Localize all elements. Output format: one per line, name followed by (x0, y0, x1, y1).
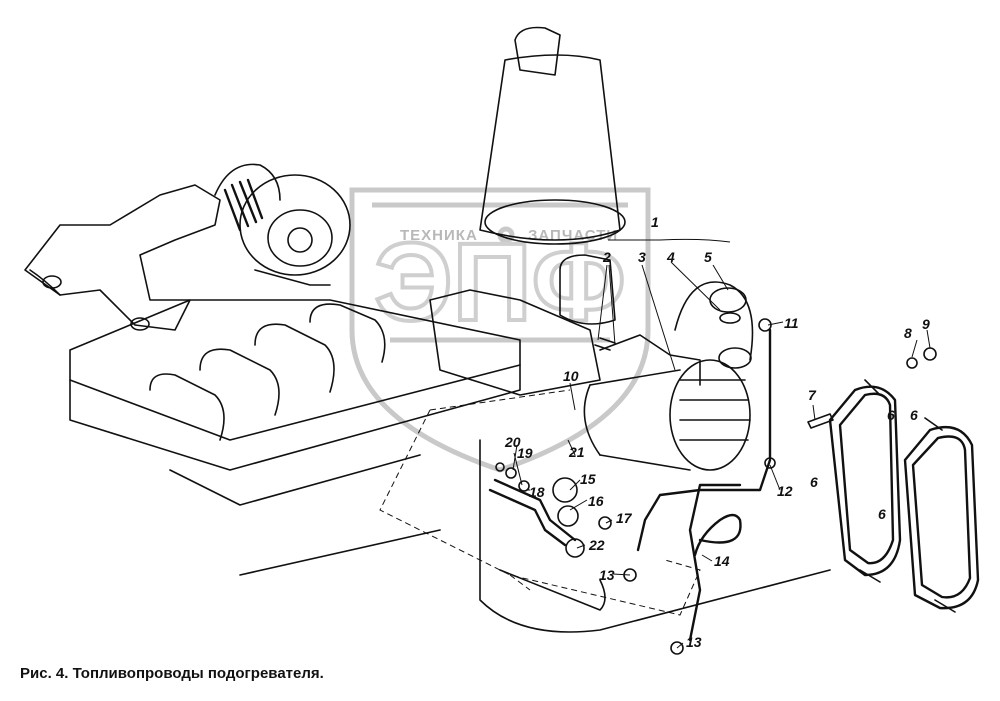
callout-18: 18 (529, 484, 545, 500)
callout-6d: 6 (878, 506, 886, 522)
callout-8: 8 (904, 325, 912, 341)
callout-6a: 6 (810, 474, 818, 490)
clamps (828, 379, 980, 613)
heater-body (429, 281, 754, 471)
callout-5: 5 (704, 249, 712, 265)
callout-10: 10 (563, 368, 579, 384)
bolt-pair-icon (594, 337, 616, 351)
washer-icon (505, 467, 517, 479)
figure-caption: Рис. 4. Топливопроводы подогревателя. (20, 665, 324, 682)
watermark-logo-letters: ЭПФ (374, 221, 625, 344)
callout-21: 21 (568, 444, 585, 460)
callout-14: 14 (714, 553, 730, 569)
plug-icon (598, 516, 612, 530)
callout-4: 4 (666, 249, 675, 265)
air-intake-stack (479, 26, 626, 325)
callout-13b: 13 (686, 634, 702, 650)
nut-icon (923, 347, 937, 361)
washer-icon (906, 357, 918, 369)
callout-6b: 6 (887, 407, 895, 423)
banjo-icon (565, 538, 585, 558)
turbocharger (24, 163, 351, 331)
washer-icon (518, 480, 530, 492)
callout-12: 12 (777, 483, 793, 499)
fitting-icon (764, 457, 776, 469)
callout-13a: 13 (599, 567, 615, 583)
gasket-icon (557, 505, 579, 527)
watermark-text-left: ТЕХНИКА (400, 227, 478, 244)
callout-7: 7 (808, 387, 817, 403)
fitting-icon (670, 641, 684, 655)
callout-22: 22 (588, 537, 605, 553)
leader-lines (512, 238, 931, 649)
watermark-logo: ТЕХНИКА ЗАПЧАСТИ ЭПФ (349, 187, 651, 473)
washer-icon (495, 462, 505, 472)
callout-19: 19 (517, 445, 533, 461)
fitting-icon (758, 318, 772, 332)
callout-2: 2 (602, 249, 611, 265)
fuel-lines (479, 328, 831, 642)
callout-16: 16 (588, 493, 604, 509)
fuel-pump-icon (552, 477, 578, 503)
bolt-icon (807, 413, 834, 429)
dashed-outline (379, 389, 701, 616)
callout-17: 17 (616, 510, 633, 526)
filler-cap-icon (709, 287, 747, 313)
callout-15: 15 (580, 471, 596, 487)
engine-block (69, 299, 521, 576)
callout-20: 20 (504, 434, 521, 450)
callout-6c: 6 (910, 407, 918, 423)
fasteners (495, 318, 937, 655)
callout-1: 1 (651, 214, 659, 230)
callout-11: 11 (784, 315, 799, 331)
callout-9: 9 (922, 316, 930, 332)
callouts: 1 2 3 4 5 6 6 6 6 7 8 9 10 11 12 13 13 1… (504, 214, 930, 650)
callout-3: 3 (638, 249, 646, 265)
